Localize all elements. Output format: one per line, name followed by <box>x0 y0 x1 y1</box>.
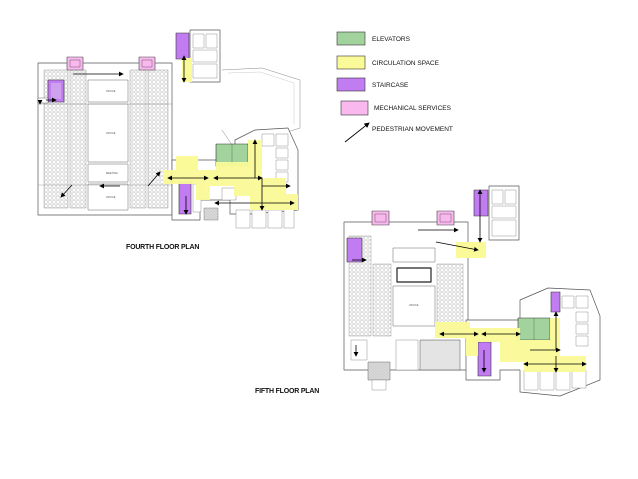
fourth-circulation-top <box>182 58 192 82</box>
fifth-mech-2 <box>436 210 455 226</box>
fifth-staircase-right <box>550 291 561 313</box>
fifth-circulation-top <box>456 242 486 258</box>
svg-text:OFFICE: OFFICE <box>106 195 116 199</box>
staircase-swatch <box>336 77 366 92</box>
arrow-icon <box>344 122 370 143</box>
fifth-pedestrian-arrows <box>352 189 587 373</box>
fifth-staircase-left <box>346 237 363 263</box>
legend: ELEVATORS CIRCULATION SPACE STAIRCASE ME… <box>336 31 453 143</box>
fifth-floor-plan: OFFICE <box>343 185 601 397</box>
svg-text:OFFICE: OFFICE <box>106 89 116 93</box>
legend-label-circulation: CIRCULATION SPACE <box>372 60 440 67</box>
legend-label-pedestrian: PEDESTRIAN MOVEMENT <box>372 126 453 133</box>
legend-label-staircase: STAIRCASE <box>372 82 409 89</box>
legend-label-elevators: ELEVATORS <box>372 36 411 43</box>
fourth-circulation-space <box>163 140 298 210</box>
elevators-swatch <box>336 31 366 46</box>
fourth-pedestrian-arrows <box>37 55 295 215</box>
fourth-staircase-mid <box>178 181 192 215</box>
fifth-staircase-top <box>473 189 489 217</box>
fifth-floor-plan-title: FIFTH FLOOR PLAN <box>255 388 320 395</box>
fourth-floor-plan: OFFICE OFFICE MEETING OFFICE <box>37 29 301 229</box>
svg-text:MEETING: MEETING <box>106 171 118 175</box>
fourth-mech-1 <box>66 56 84 71</box>
legend-label-mechanical: MECHANICAL SERVICES <box>374 105 452 112</box>
fourth-floor-plan-title: FOURTH FLOOR PLAN <box>126 244 200 251</box>
circulation-swatch <box>336 55 366 70</box>
fourth-staircase-top <box>175 32 190 60</box>
mechanical-swatch <box>340 100 369 116</box>
fourth-mech-2 <box>138 56 156 71</box>
svg-text:OFFICE: OFFICE <box>106 131 116 135</box>
svg-text:OFFICE: OFFICE <box>409 303 419 307</box>
fifth-mech-1 <box>371 210 390 226</box>
fifth-staircase-mid <box>477 341 492 377</box>
